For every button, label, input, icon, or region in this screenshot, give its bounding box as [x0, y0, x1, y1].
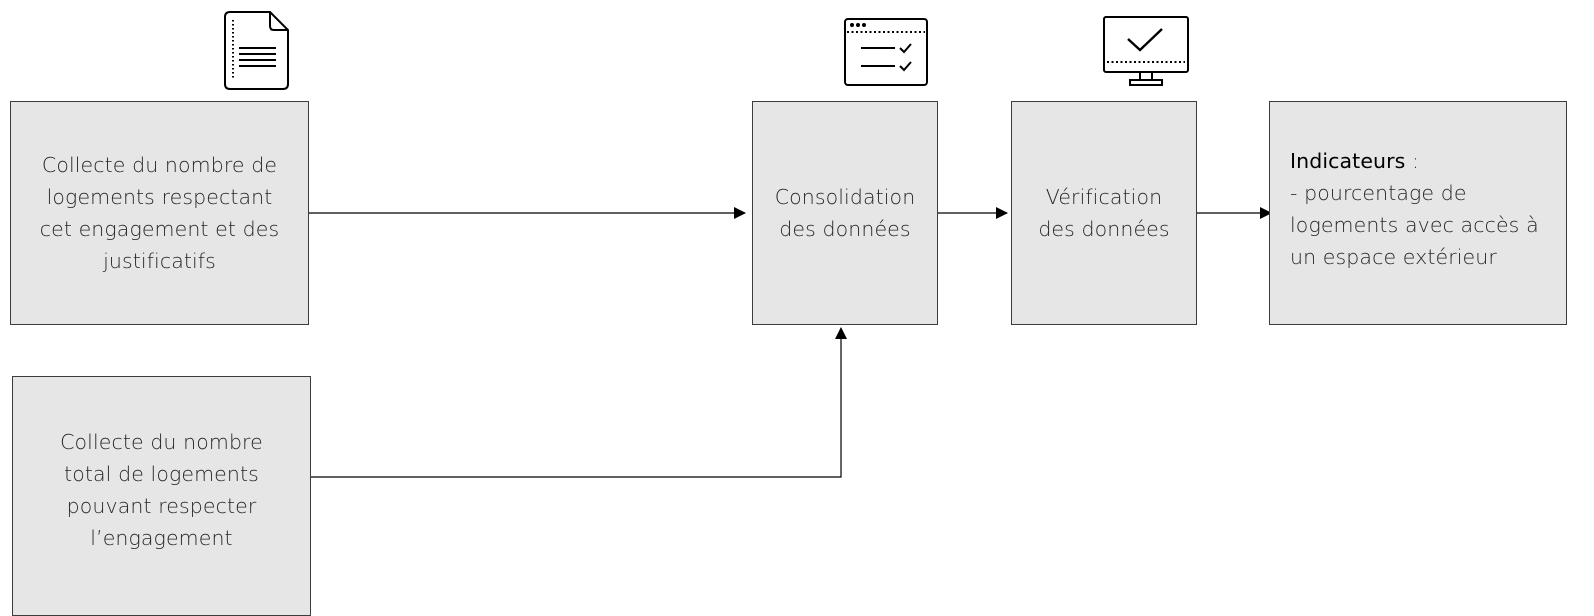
box-line: Collecte du nombre de — [41, 153, 278, 177]
indicators-heading: Indicateurs : — [1290, 145, 1539, 177]
document-icon — [224, 11, 289, 90]
box-line: justificatifs — [103, 249, 216, 273]
box-line: pouvant respecter — [66, 494, 257, 518]
box-line: total de logements — [64, 462, 259, 486]
verification-box: Vérification des données — [1011, 101, 1197, 325]
box-line: Consolidation — [774, 185, 916, 209]
box-line: logements respectant — [46, 185, 273, 209]
indicators-title: Indicateurs — [1290, 149, 1406, 173]
box-line: l’engagement — [90, 526, 233, 550]
box-line: Collecte du nombre — [60, 430, 263, 454]
arrow-total-to-consolidation — [311, 327, 847, 478]
box-line: des données — [779, 217, 911, 241]
collect-total-housing-box: Collecte du nombre total de logements po… — [12, 376, 311, 616]
box-line: - pourcentage de — [1290, 181, 1467, 205]
collect-engaged-housing-box: Collecte du nombre de logements respecta… — [10, 101, 309, 325]
box-line: un espace extérieur — [1290, 245, 1497, 269]
indicators-box: Indicateurs : - pourcentage de logements… — [1269, 101, 1567, 325]
indicators-title-suffix: : — [1405, 149, 1420, 173]
monitor-check-icon — [1103, 16, 1189, 86]
box-line: cet engagement et des — [39, 217, 280, 241]
consolidation-box: Consolidation des données — [752, 101, 938, 325]
box-line: Vérification — [1045, 185, 1163, 209]
checklist-icon — [844, 18, 928, 86]
box-line: logements avec accès à — [1290, 213, 1539, 237]
box-line: des données — [1038, 217, 1170, 241]
